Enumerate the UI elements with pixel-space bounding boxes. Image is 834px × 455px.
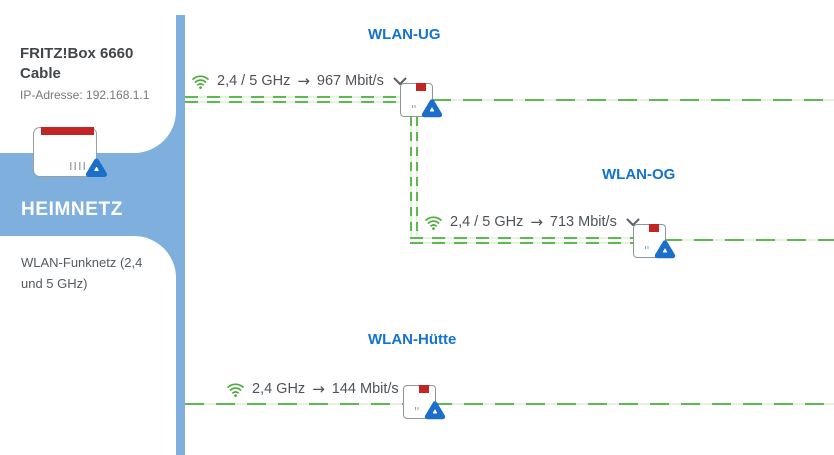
connection-speed: 713 Mbit/s xyxy=(549,214,617,230)
chevron-down-icon[interactable] xyxy=(626,218,640,227)
connection-speed: 144 Mbit/s xyxy=(331,381,399,397)
wifi-icon xyxy=(192,75,209,89)
sidebar-wlan-funknetz-label: WLAN-Funknetz (2,4 und 5 GHz) xyxy=(21,255,143,291)
arrow-right-icon: → xyxy=(312,380,325,398)
link-ug-right-line xyxy=(432,99,834,101)
connection-band: 2,4 / 5 GHz xyxy=(217,73,291,89)
link-ug-og-line2 xyxy=(410,242,636,244)
connection-speed: 967 Mbit/s xyxy=(316,73,384,89)
router-name: FRITZ!Box 6660 Cable xyxy=(20,45,134,82)
connection-band: 2,4 GHz xyxy=(252,381,306,397)
node-title-wlan-huette: WLAN-Hütte xyxy=(368,331,457,348)
repeater-led xyxy=(415,407,419,410)
connection-info-wlan-huette[interactable]: 2,4 GHz → 144 Mbit/s xyxy=(226,380,399,398)
repeater-wlan-huette xyxy=(403,384,446,420)
link-router-ug-line2 xyxy=(185,101,403,103)
router-ip-address: IP-Adresse: 192.168.1.1 xyxy=(20,88,150,102)
arrow-right-icon: → xyxy=(297,72,310,90)
chevron-down-icon[interactable] xyxy=(393,77,407,86)
node-title-wlan-ug: WLAN-UG xyxy=(368,26,441,43)
mesh-icon xyxy=(419,96,445,127)
sidebar-section-heimnetz: HEIMNETZ xyxy=(21,199,123,220)
link-router-huette-line xyxy=(185,403,834,405)
link-ug-og-vline1 xyxy=(410,117,412,239)
arrow-right-icon: → xyxy=(530,213,543,231)
link-ug-og-line1 xyxy=(410,237,636,239)
connection-info-wlan-og[interactable]: 2,4 / 5 GHz → 713 Mbit/s xyxy=(424,213,640,231)
repeater-led xyxy=(412,105,416,108)
node-title-wlan-og: WLAN-OG xyxy=(602,166,676,183)
wifi-icon xyxy=(227,383,244,397)
fritzbox-router-icon xyxy=(33,126,108,178)
router-red-stripe xyxy=(41,126,94,135)
connection-info-wlan-ug[interactable]: 2,4 / 5 GHz → 967 Mbit/s xyxy=(191,72,407,90)
mesh-icon xyxy=(422,398,448,429)
mesh-icon xyxy=(83,155,110,187)
repeater-wlan-ug xyxy=(400,82,443,118)
router-led-indicators xyxy=(70,162,85,170)
repeater-red-stripe xyxy=(649,223,659,232)
repeater-wlan-og xyxy=(633,223,676,259)
sidebar-card-network xyxy=(0,236,176,455)
link-og-right-line xyxy=(663,239,834,241)
link-router-ug-line1 xyxy=(185,96,403,98)
connection-band: 2,4 / 5 GHz xyxy=(450,214,524,230)
wifi-icon xyxy=(425,216,442,230)
repeater-red-stripe xyxy=(419,384,429,393)
mesh-icon xyxy=(652,237,678,268)
link-ug-og-vline2 xyxy=(416,117,418,239)
repeater-led xyxy=(645,246,649,249)
repeater-red-stripe xyxy=(416,82,426,91)
